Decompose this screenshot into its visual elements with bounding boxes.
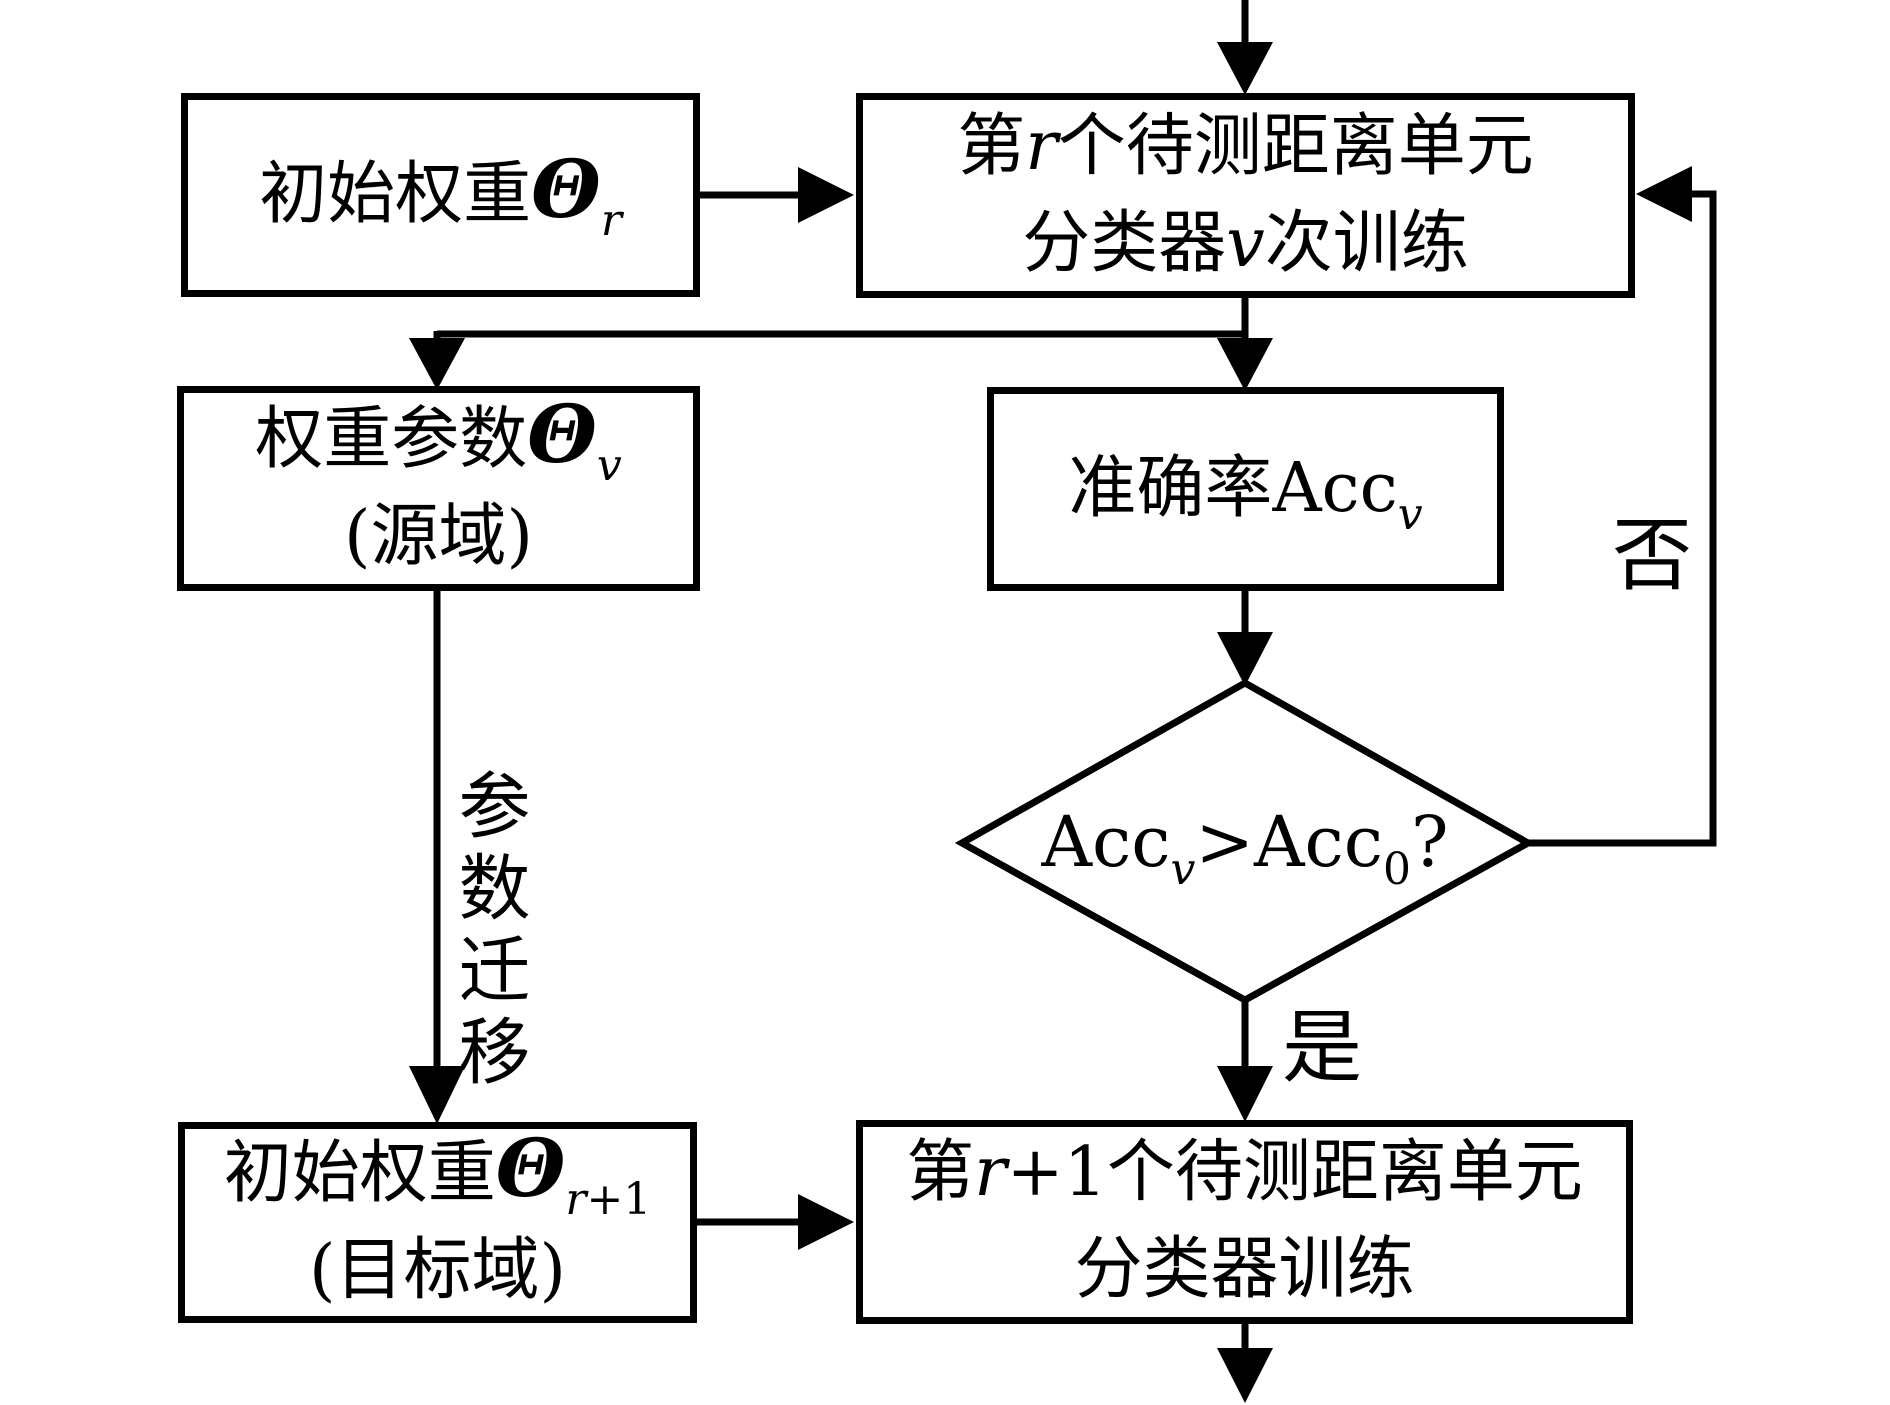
train-v-line1: 第r个待测距离单元 xyxy=(957,99,1534,196)
accuracy-text: 准确率Accv xyxy=(1068,441,1422,538)
train-v-var-r: r xyxy=(1025,106,1058,186)
arrowhead-exit xyxy=(1217,1348,1273,1403)
subscript-plus1: +1 xyxy=(586,1173,652,1225)
arrowhead-into-train2 xyxy=(1217,1066,1273,1122)
train-r1-line1: 第r+1个待测距离单元 xyxy=(906,1125,1583,1222)
theta-subscript-v: v xyxy=(596,439,622,491)
box-initial-weight-r-text: 初始权重Θr xyxy=(259,147,622,244)
arrowhead-into-initial2 xyxy=(409,1066,465,1124)
box-initial-weight-r1: 初始权重Θr+1 (目标域) xyxy=(178,1122,697,1323)
decision-acc1: Acc xyxy=(1041,800,1171,883)
edge-label-parameter-transfer: 参数迁移 xyxy=(446,768,530,1096)
acc-word: Acc xyxy=(1272,448,1398,528)
arrowhead-top-entry xyxy=(1217,42,1273,95)
arrowhead-into-params xyxy=(409,338,465,390)
theta-subscript-r: r xyxy=(600,194,622,246)
theta-symbol: Θ xyxy=(495,1120,566,1215)
initial-weight-r-label: 初始权重 xyxy=(259,154,532,234)
train-v-l1c: 个待测距离单元 xyxy=(1057,106,1534,186)
line-feedback-loop xyxy=(1528,190,1717,847)
box-train-r1: 第r+1个待测距离单元 分类器训练 xyxy=(856,1120,1633,1324)
train-r1-l2: 分类器训练 xyxy=(1074,1230,1415,1309)
train-v-l2a: 分类器 xyxy=(1022,203,1227,283)
train-r1-l1c: 个待测距离单元 xyxy=(1106,1133,1583,1213)
greater-than-sign: > xyxy=(1195,800,1254,883)
decision-diamond-shape xyxy=(954,678,1536,1005)
target-domain-label: (目标域) xyxy=(308,1230,567,1310)
train-v-var-v: v xyxy=(1226,203,1265,283)
initial-weight-r1-line1: 初始权重Θr+1 xyxy=(224,1126,652,1223)
acc-subscript-v: v xyxy=(1397,488,1423,540)
weight-params-line1: 权重参数Θv xyxy=(255,392,622,489)
decision-sub-0: 0 xyxy=(1382,843,1411,895)
train-v-l1a: 第 xyxy=(957,106,1026,186)
decision-acc2: Acc xyxy=(1253,800,1383,883)
arrowhead-into-train xyxy=(798,167,854,223)
train-r1-l1a: 第 xyxy=(906,1133,975,1213)
decision-diamond-text: Accv>Acc0? xyxy=(962,683,1528,1000)
arrowhead-feedback xyxy=(1636,166,1692,222)
arrowhead-into-accuracy xyxy=(1217,338,1273,391)
train-r1-line2: 分类器训练 xyxy=(1074,1222,1414,1319)
theta-symbol: Θ xyxy=(527,386,597,481)
train-v-line2: 分类器v次训练 xyxy=(1022,196,1468,293)
source-domain-label: (源域) xyxy=(343,496,534,576)
box-initial-weight-r: 初始权重Θr xyxy=(181,93,700,297)
box-weight-params: 权重参数Θv (源域) xyxy=(177,386,700,591)
weight-params-line2: (源域) xyxy=(344,489,533,586)
edge-label-yes: 是 xyxy=(1282,1001,1362,1094)
arrowhead-into-decision xyxy=(1217,632,1273,686)
decision-sub-v: v xyxy=(1170,843,1196,895)
weight-params-label: 权重参数 xyxy=(255,399,528,479)
subscript-r: r xyxy=(565,1173,587,1225)
train-r1-var-r: r xyxy=(974,1133,1007,1213)
decision-expression: Accv>Acc0? xyxy=(1041,800,1449,892)
train-v-l2c: 次训练 xyxy=(1264,203,1469,283)
arrowhead-into-train2-left xyxy=(798,1194,854,1250)
accuracy-label: 准确率 xyxy=(1068,448,1273,528)
edge-label-no: 否 xyxy=(1612,509,1692,602)
train-r1-plus1: +1 xyxy=(1006,1133,1107,1213)
initial-weight-r1-label: 初始权重 xyxy=(223,1133,496,1213)
question-mark: ? xyxy=(1410,800,1449,883)
theta-symbol: Θ xyxy=(531,141,601,236)
box-accuracy: 准确率Accv xyxy=(987,387,1504,591)
initial-weight-r1-line2: (目标域) xyxy=(309,1223,566,1320)
box-train-v: 第r个待测距离单元 分类器v次训练 xyxy=(856,93,1635,298)
theta-subscript-r1: r+1 xyxy=(565,1174,651,1225)
